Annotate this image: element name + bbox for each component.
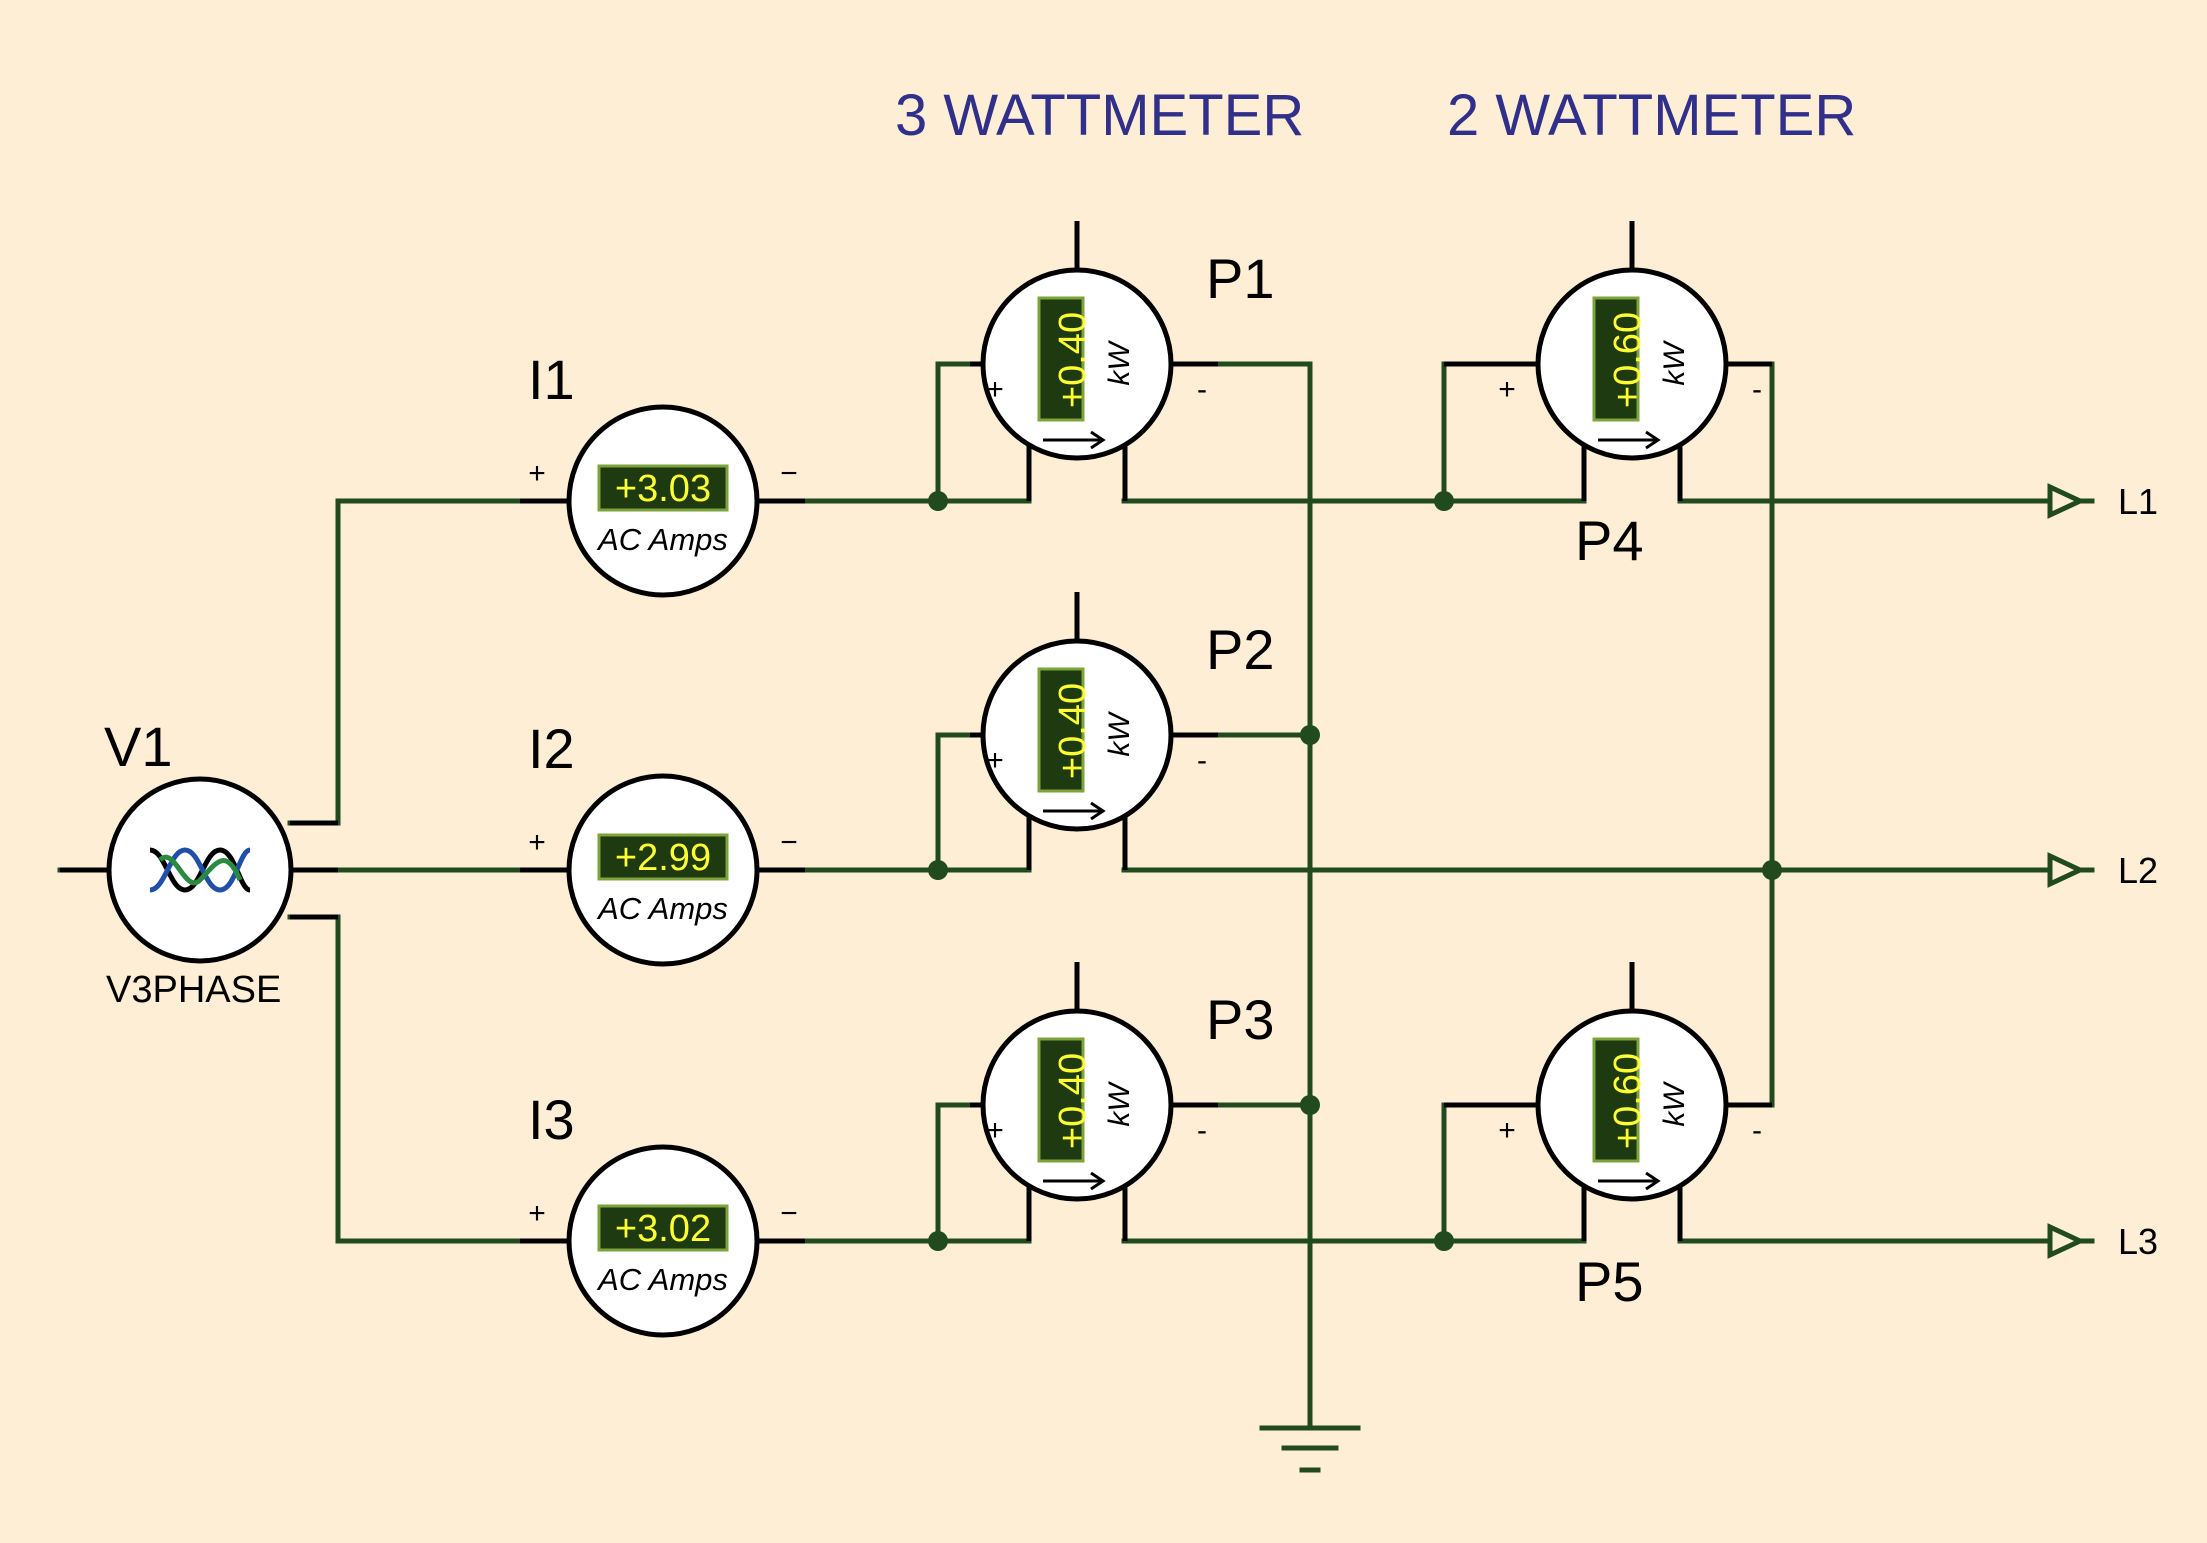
source-ref-label: V1 (104, 715, 173, 778)
wattmeter-unit-label: kW (1658, 1081, 1691, 1127)
wattmeter-unit-label: kW (1103, 1081, 1136, 1127)
terminal-arrow-icon (2047, 483, 2086, 519)
wires (57, 361, 2048, 1431)
minus-terminal-label: - (1197, 744, 1207, 777)
ammeter-unit-label: AC Amps (596, 891, 728, 926)
ground-icon (1259, 1425, 1361, 1473)
junctions (928, 491, 1782, 1251)
wattmeter-unit-label: kW (1658, 340, 1691, 386)
junction-dot (928, 491, 948, 511)
terminal-arrow-icon (2047, 1223, 2086, 1259)
terminal-l1[interactable]: L1 (2047, 481, 2158, 522)
wattmeter-reading: +0.60 (1607, 312, 1649, 408)
wattmeter-ref-label: P3 (1206, 988, 1275, 1051)
plus-terminal-label: + (986, 373, 1004, 406)
wattmeter-p2[interactable]: +0.40 kW + - P2 (970, 592, 1275, 870)
arrow-right-icon (1043, 430, 1106, 450)
plus-terminal-label: + (1498, 1114, 1516, 1147)
arrow-right-icon (1043, 1171, 1106, 1191)
ammeter-ref-label: I3 (528, 1088, 575, 1151)
arrow-right-icon (1598, 430, 1661, 450)
ammeter-i2[interactable]: +2.99 AC Amps + − I2 (520, 717, 805, 967)
arrow-right-icon (1043, 801, 1106, 821)
terminal-label: L3 (2118, 1221, 2158, 1262)
plus-terminal-label: + (1498, 373, 1516, 406)
ammeter-unit-label: AC Amps (596, 522, 728, 557)
minus-terminal-label: - (1197, 1114, 1207, 1147)
minus-terminal-label: − (780, 1197, 798, 1230)
terminal-label: L2 (2118, 850, 2158, 891)
ammeter-ref-label: I1 (528, 348, 575, 411)
ammeter-i1[interactable]: +3.03 AC Amps + − I1 (520, 348, 805, 598)
minus-terminal-label: − (780, 826, 798, 859)
plus-terminal-label: + (986, 744, 1004, 777)
plus-terminal-label: + (528, 457, 546, 490)
minus-terminal-label: - (1752, 1114, 1762, 1147)
junction-dot (1762, 860, 1782, 880)
ammeter-reading: +3.02 (615, 1208, 711, 1250)
terminal-l2[interactable]: L2 (2047, 850, 2158, 891)
wattmeter-reading: +0.40 (1052, 683, 1094, 779)
minus-terminal-label: - (1752, 373, 1762, 406)
wattmeter-unit-label: kW (1103, 340, 1136, 386)
junction-dot (928, 1231, 948, 1251)
heading-3-wattmeter: 3 WATTMETER (895, 83, 1304, 148)
wattmeter-reading: +0.40 (1052, 312, 1094, 408)
wattmeter-ref-label: P4 (1575, 509, 1644, 572)
wattmeter-ref-label: P2 (1206, 618, 1275, 681)
source-v1[interactable]: V1 V3PHASE (60, 715, 338, 1011)
junction-dot (1300, 725, 1320, 745)
ammeter-unit-label: AC Amps (596, 1262, 728, 1297)
sine-wave-icon (149, 847, 251, 893)
wattmeter-p3[interactable]: +0.40 kW + - P3 (970, 962, 1275, 1241)
terminal-l3[interactable]: L3 (2047, 1221, 2158, 1262)
wattmeter-reading: +0.60 (1607, 1053, 1649, 1149)
junction-dot (1434, 1231, 1454, 1251)
junction-dot (1434, 491, 1454, 511)
wattmeter-p4[interactable]: +0.60 kW + - P4 (1444, 221, 1772, 572)
arrow-right-icon (1598, 1171, 1661, 1191)
ammeter-i3[interactable]: +3.02 AC Amps + − I3 (520, 1088, 805, 1338)
wattmeter-p1[interactable]: +0.40 kW + - P1 (970, 221, 1275, 501)
junction-dot (1300, 1095, 1320, 1115)
ammeter-reading: +2.99 (615, 837, 711, 879)
plus-terminal-label: + (986, 1114, 1004, 1147)
heading-2-wattmeter: 2 WATTMETER (1447, 83, 1856, 148)
plus-terminal-label: + (528, 826, 546, 859)
wattmeter-ref-label: P1 (1206, 247, 1275, 310)
wattmeter-reading: +0.40 (1052, 1053, 1094, 1149)
plus-terminal-label: + (528, 1197, 546, 1230)
terminal-label: L1 (2118, 481, 2158, 522)
ammeter-ref-label: I2 (528, 717, 575, 780)
minus-terminal-label: - (1197, 373, 1207, 406)
wattmeter-unit-label: kW (1103, 711, 1136, 757)
ammeter-reading: +3.03 (615, 468, 711, 510)
wattmeter-ref-label: P5 (1575, 1250, 1644, 1313)
terminal-arrow-icon (2047, 852, 2086, 888)
wattmeter-p5[interactable]: +0.60 kW + - P5 (1444, 962, 1772, 1313)
junction-dot (928, 860, 948, 880)
source-type-label: V3PHASE (106, 969, 281, 1011)
minus-terminal-label: − (780, 457, 798, 490)
